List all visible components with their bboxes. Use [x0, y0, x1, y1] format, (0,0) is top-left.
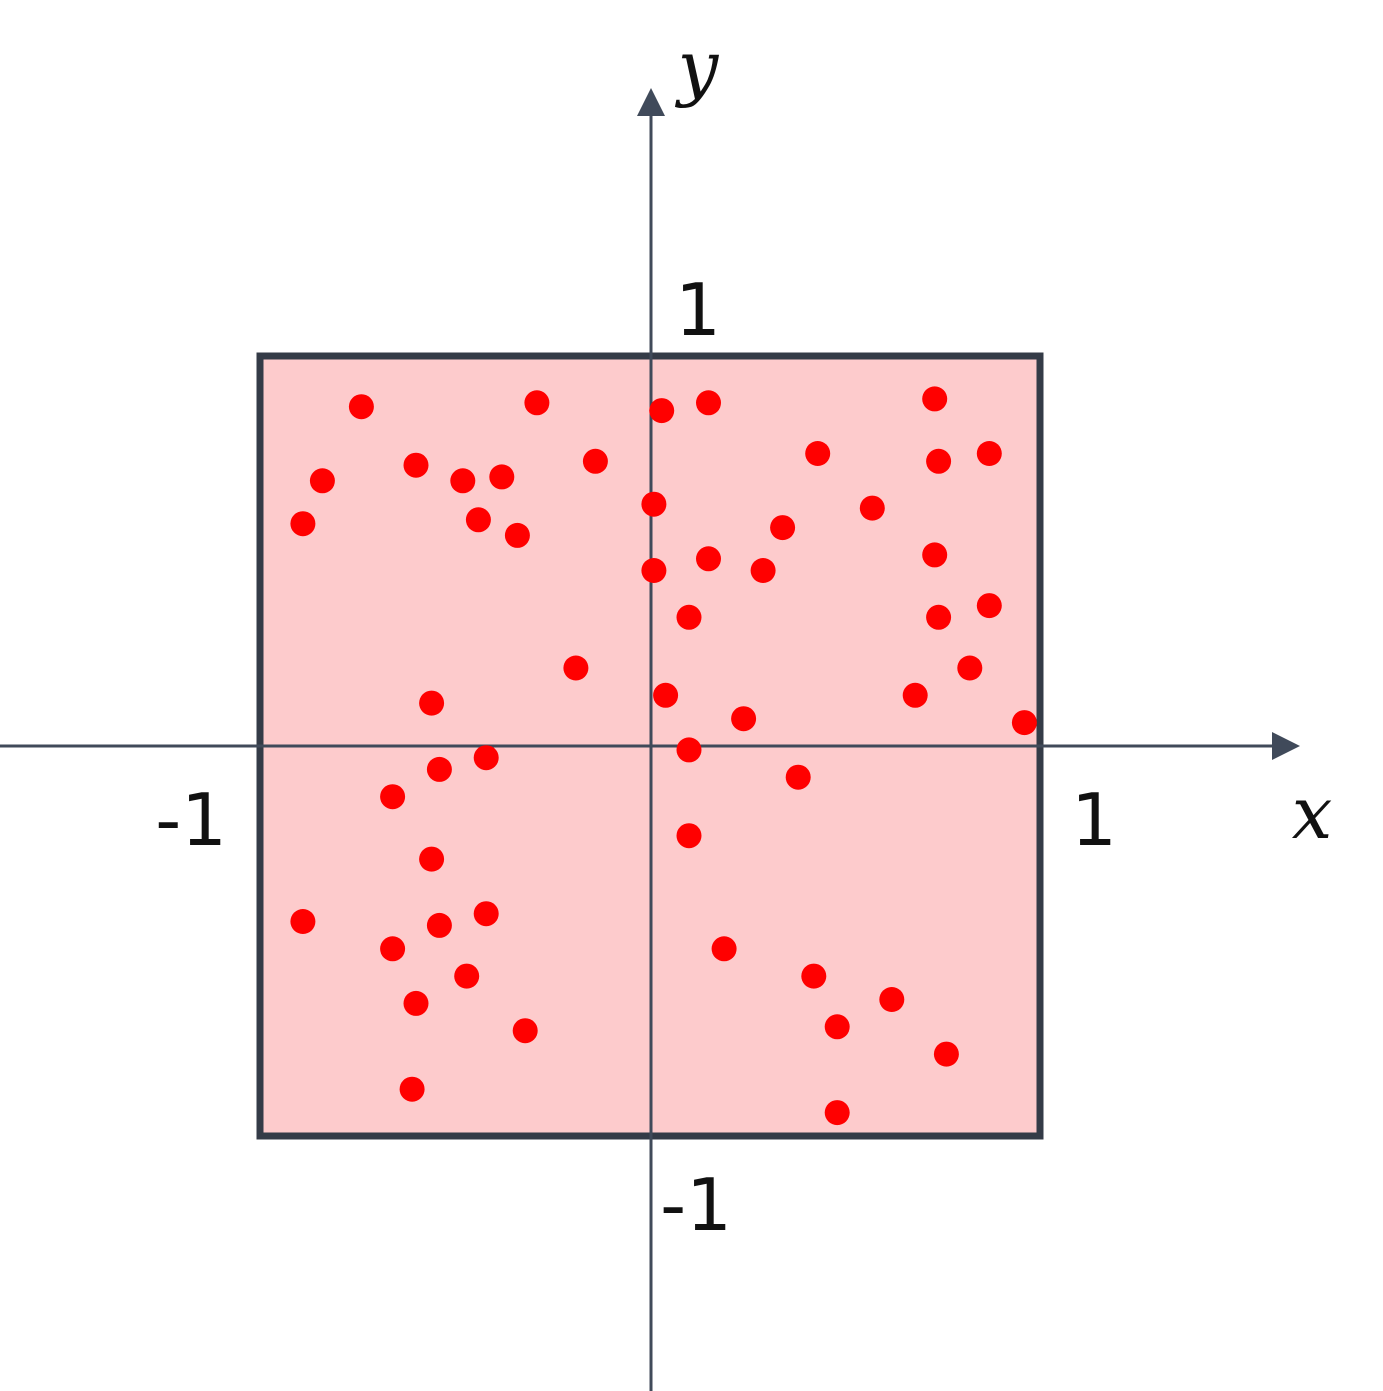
data-point-37 — [380, 784, 406, 810]
data-point-17 — [805, 441, 831, 466]
data-point-36 — [785, 764, 811, 790]
data-point-46 — [512, 1018, 538, 1044]
data-point-26 — [902, 682, 928, 708]
x-axis-label: x — [1292, 771, 1333, 855]
data-point-14 — [696, 546, 721, 572]
data-point-2 — [290, 511, 316, 537]
x-tick-label-neg1: -1 — [155, 778, 227, 862]
data-point-39 — [419, 846, 445, 872]
data-point-45 — [403, 990, 429, 1016]
data-point-10 — [649, 398, 675, 424]
y-tick-label-pos1: 1 — [675, 268, 721, 352]
data-point-33 — [426, 756, 452, 782]
data-point-40 — [290, 909, 316, 934]
data-point-4 — [450, 468, 476, 494]
y-tick-label-neg1: -1 — [660, 1163, 732, 1247]
data-point-38 — [676, 823, 702, 849]
data-point-32 — [419, 690, 445, 716]
y-axis-label: y — [675, 25, 720, 109]
data-point-31 — [731, 706, 757, 732]
data-point-24 — [976, 593, 1002, 619]
data-point-52 — [933, 1041, 959, 1067]
data-point-1 — [309, 468, 335, 494]
data-point-11 — [696, 390, 721, 416]
data-point-50 — [879, 987, 905, 1012]
data-point-20 — [926, 448, 952, 474]
data-point-5 — [489, 464, 515, 490]
data-point-21 — [976, 441, 1002, 466]
x-axis — [0, 732, 1300, 760]
data-point-51 — [824, 1014, 850, 1040]
data-point-19 — [922, 386, 948, 412]
data-point-43 — [473, 901, 499, 927]
data-point-30 — [653, 682, 679, 708]
data-point-23 — [926, 604, 952, 630]
data-point-13 — [641, 558, 667, 583]
data-point-53 — [824, 1100, 850, 1126]
y-axis — [637, 88, 665, 1391]
data-point-41 — [380, 936, 406, 962]
data-point-16 — [770, 515, 796, 541]
data-point-25 — [957, 655, 983, 681]
data-point-29 — [563, 655, 589, 681]
data-point-34 — [473, 745, 499, 771]
data-point-44 — [454, 963, 480, 989]
data-point-6 — [465, 507, 491, 533]
data-point-22 — [922, 542, 948, 568]
data-point-47 — [399, 1076, 425, 1102]
data-point-18 — [859, 495, 885, 521]
data-point-35 — [676, 737, 702, 763]
data-point-0 — [348, 394, 374, 420]
y-axis-arrow-icon — [637, 88, 665, 116]
data-point-15 — [750, 558, 776, 583]
x-tick-label-pos1: 1 — [1071, 778, 1117, 862]
data-point-3 — [403, 452, 429, 478]
data-point-42 — [426, 912, 452, 938]
data-point-28 — [676, 604, 702, 630]
x-axis-arrow-icon — [1272, 732, 1300, 760]
data-point-27 — [1011, 710, 1037, 736]
data-points — [290, 386, 1037, 1126]
data-point-48 — [711, 936, 737, 962]
data-point-7 — [504, 522, 530, 548]
data-point-8 — [524, 390, 550, 416]
data-point-12 — [641, 491, 667, 517]
data-point-9 — [582, 448, 608, 474]
data-point-49 — [801, 963, 827, 989]
